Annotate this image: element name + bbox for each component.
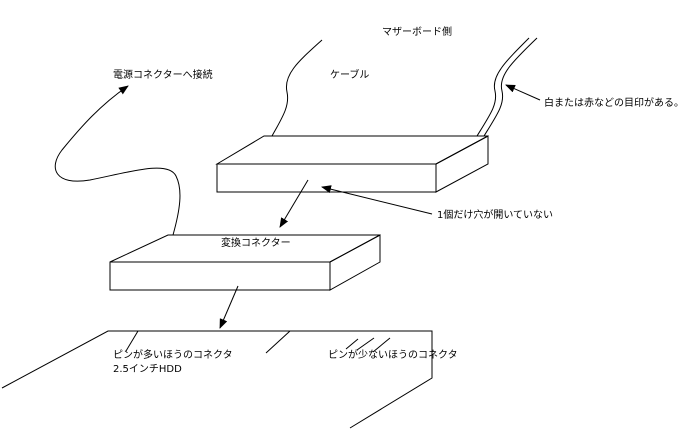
label-adapter-connector: 変換コネクター (221, 236, 291, 249)
label-more-pins-connector: ピンが多いほうのコネクタ (113, 348, 233, 361)
label-fewer-pins-connector: ピンが少ないほうのコネクタ (328, 348, 458, 361)
hdd-body (1, 330, 433, 429)
arrow-cable-to-adapter (279, 179, 309, 228)
label-white-red-mark: 白または赤などの目印がある。 (544, 96, 684, 109)
arrow-to-missing-hole (321, 185, 433, 215)
label-motherboard-side: マザーボード側 (382, 25, 452, 38)
label-power-connector: 電源コネクターへ接続 (113, 68, 213, 81)
ribbon-cable-left-edge (271, 39, 323, 137)
cable-connector-block (215, 135, 489, 193)
ribbon-cable-right-wire-b (483, 37, 538, 137)
hdd-pin-ticks (125, 330, 391, 354)
label-cable: ケーブル (330, 68, 369, 81)
label-one-hole-blocked: 1個だけ穴が開いていない (437, 208, 553, 221)
label-hdd-name: 2.5インチHDD (113, 363, 182, 375)
power-cable-wire (54, 85, 181, 236)
arrow-to-colored-mark (505, 84, 541, 101)
ribbon-cable-right-wire-a (476, 37, 530, 137)
arrow-adapter-to-hdd (219, 285, 239, 329)
adapter-connector-block (109, 234, 381, 291)
